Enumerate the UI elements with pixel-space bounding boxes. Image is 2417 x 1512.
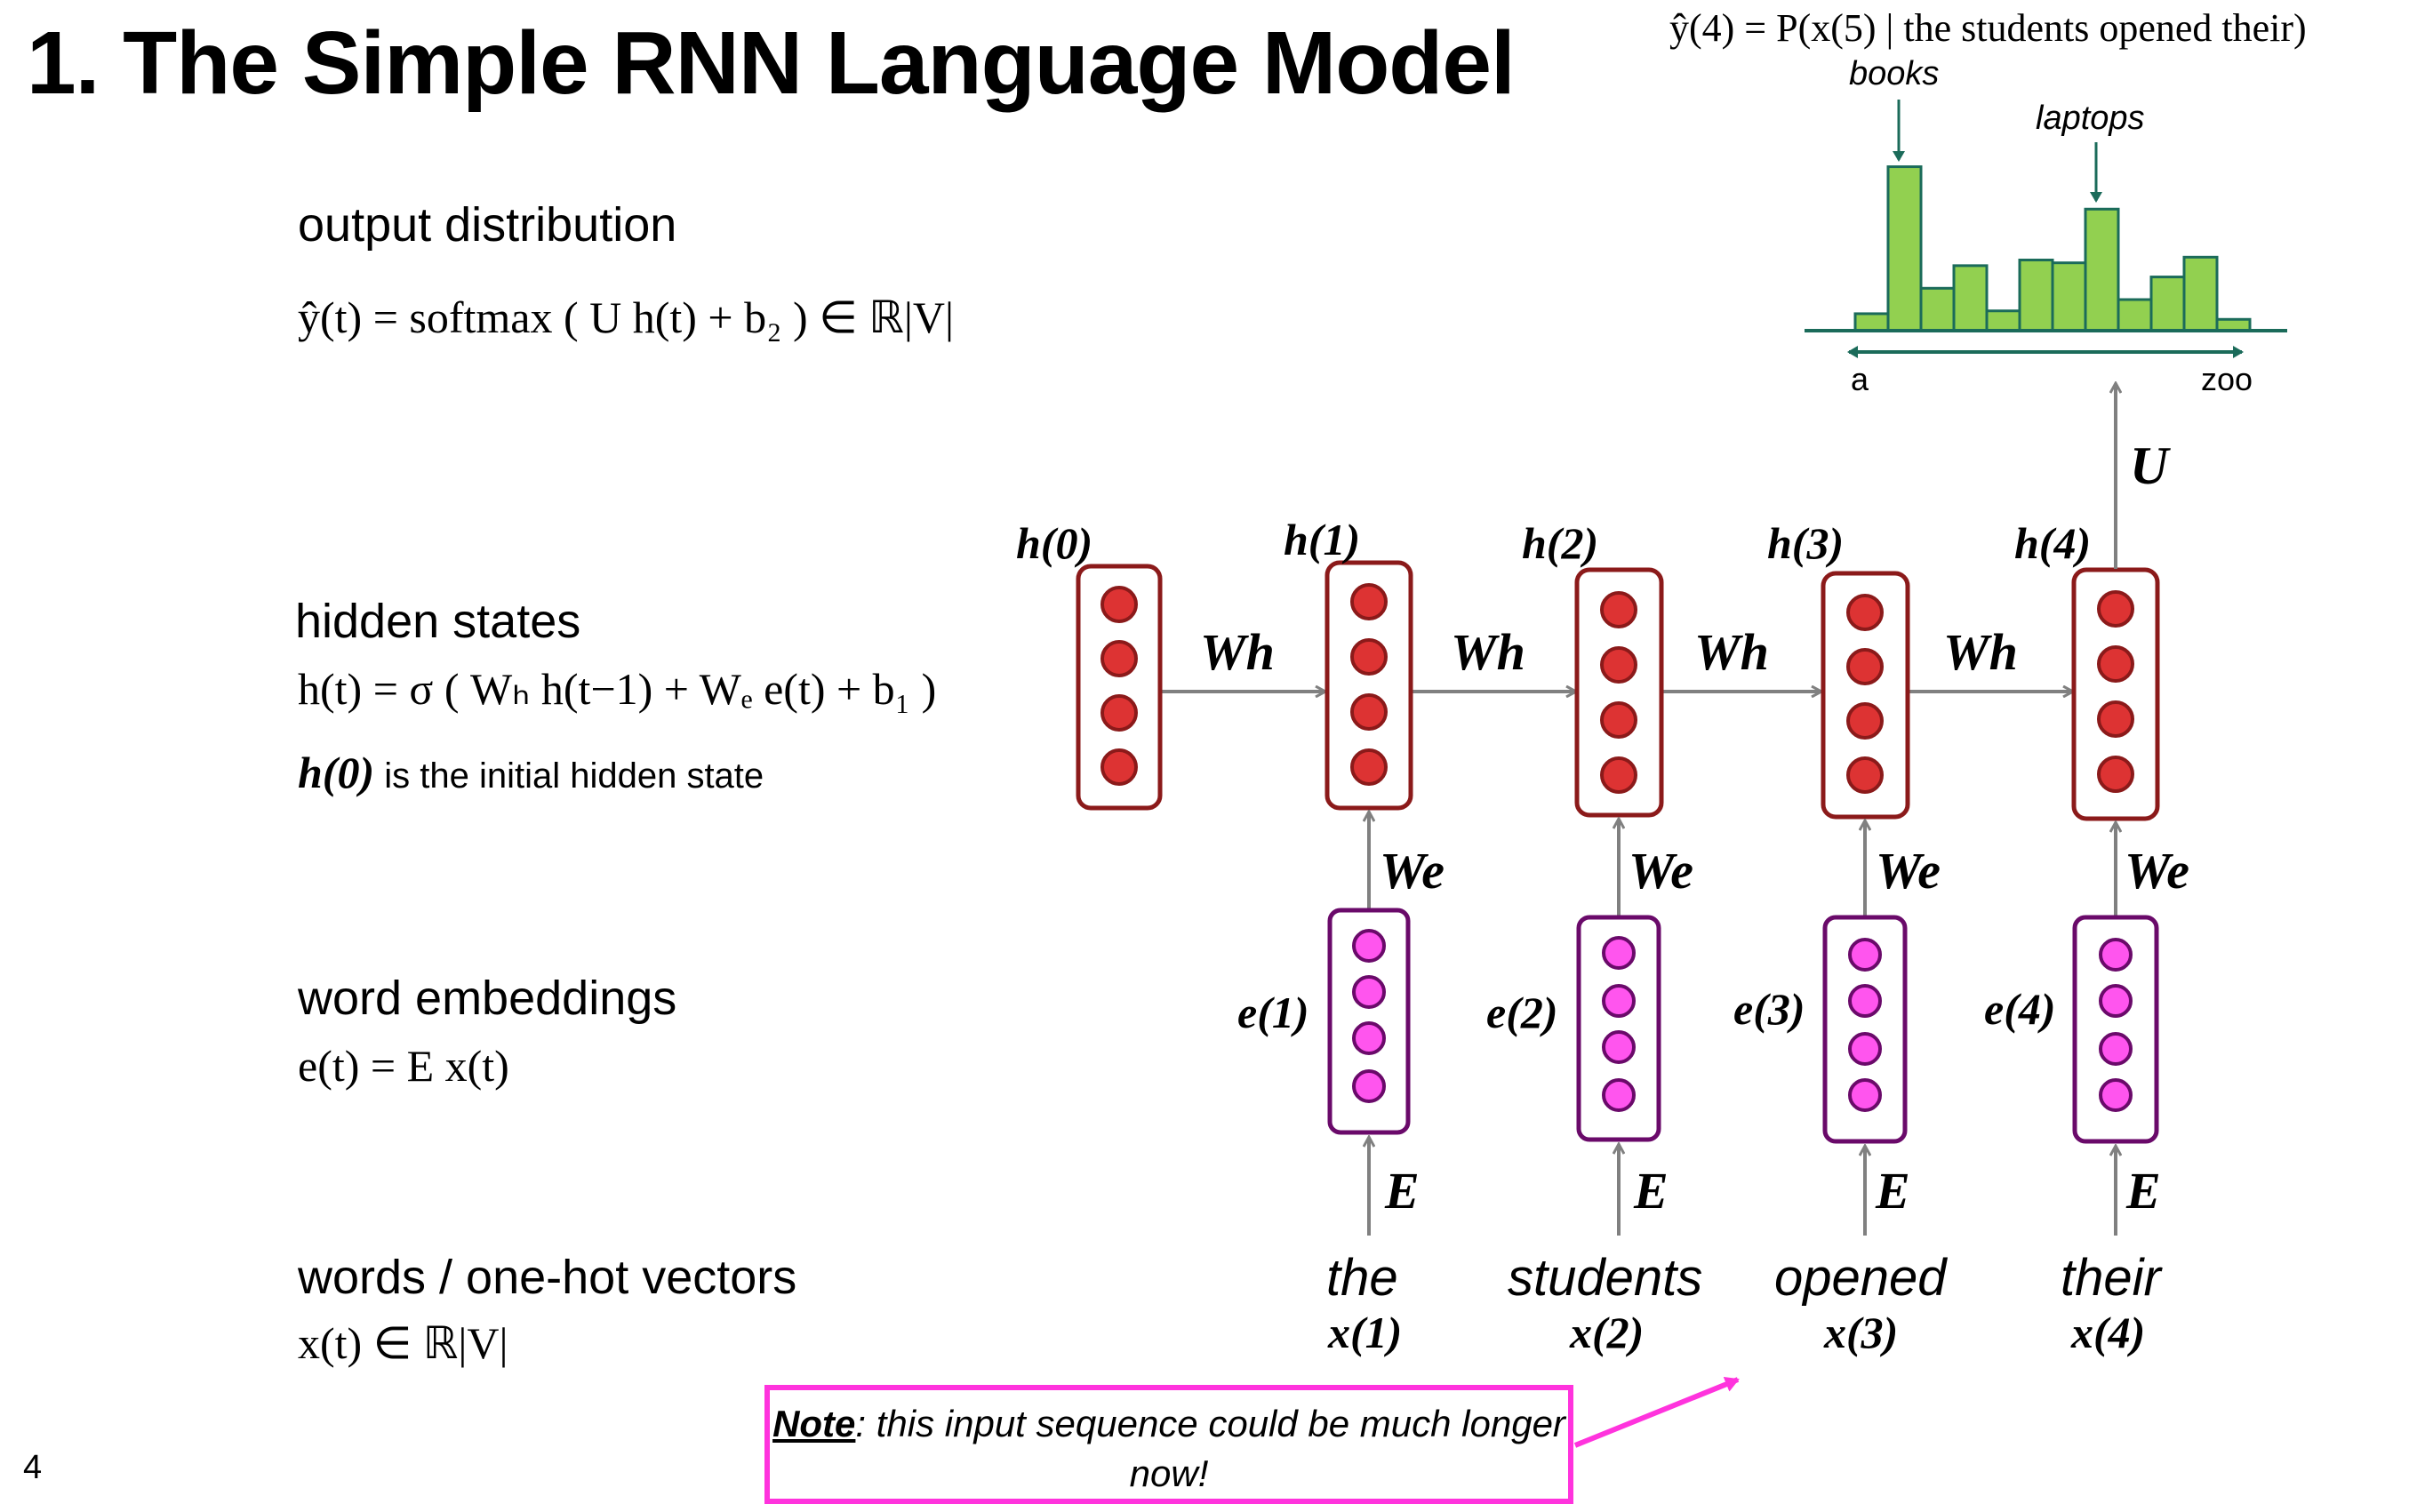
hidden-states-label: hidden states — [295, 595, 581, 648]
note-box: Note: this input sequence could be much … — [764, 1385, 1573, 1504]
label-U: U — [2130, 436, 2169, 495]
label-x3: x(3) — [1824, 1308, 1899, 1357]
label-wh-2: Wh — [1451, 623, 1525, 681]
distribution-bars — [1853, 165, 2252, 332]
embedding-2 — [1576, 915, 1661, 1142]
label-h2: h(2) — [1522, 518, 1599, 568]
distribution-bar — [2018, 259, 2054, 332]
label-wh-4: Wh — [1943, 623, 2018, 681]
label-e1: e(1) — [1237, 988, 1309, 1037]
word-the: the — [1326, 1249, 1398, 1307]
embedding-4 — [2072, 915, 2159, 1144]
words-label: words / one-hot vectors — [298, 1251, 797, 1304]
axis-label-zoo: zoo — [2201, 361, 2253, 397]
axis-label-a: a — [1851, 361, 1869, 397]
note-pointer-arrow — [1573, 1376, 1740, 1448]
label-we-3: We — [1876, 842, 1941, 900]
distribution-bar — [1853, 312, 1890, 332]
slide-title: 1. The Simple RNN Language Model — [27, 13, 1516, 113]
label-x2: x(2) — [1570, 1308, 1645, 1357]
distribution-bar — [1985, 309, 2021, 332]
hidden-init-text: is the initial hidden state — [374, 756, 764, 796]
label-e2: e(2) — [1486, 988, 1558, 1037]
label-E-1: E — [1385, 1162, 1420, 1220]
hidden-state-4 — [2071, 567, 2160, 821]
output-distribution-label: output distribution — [298, 198, 677, 252]
label-we-1: We — [1380, 842, 1445, 900]
label-we-2: We — [1629, 842, 1694, 900]
label-e3: e(3) — [1733, 984, 1805, 1034]
label-h3: h(3) — [1767, 518, 1845, 568]
label-books: books — [1849, 55, 1940, 92]
word-embeddings-label: word embeddings — [298, 972, 677, 1025]
embedding-3 — [1822, 915, 1908, 1144]
distribution-bar — [2084, 207, 2120, 332]
label-x4: x(4) — [2071, 1308, 2146, 1357]
label-h0: h(0) — [1016, 518, 1093, 568]
hidden-state-3 — [1821, 571, 1910, 820]
label-wh-3: Wh — [1694, 623, 1769, 681]
hidden-state-2 — [1574, 567, 1664, 818]
hidden-state-0 — [1076, 564, 1163, 811]
word-their: their — [2061, 1249, 2161, 1307]
distribution-bar — [1919, 286, 1956, 332]
word-opened: opened — [1774, 1249, 1947, 1307]
label-h1: h(1) — [1284, 515, 1361, 564]
label-we-4: We — [2125, 842, 2190, 900]
label-E-3: E — [1876, 1162, 1910, 1220]
distribution-bar — [2051, 261, 2087, 332]
hidden-state-1 — [1325, 560, 1413, 811]
embedding-1 — [1327, 908, 1411, 1135]
distribution-bar — [2149, 276, 2186, 332]
label-E-2: E — [1634, 1162, 1669, 1220]
label-E-4: E — [2126, 1162, 2161, 1220]
distribution-bar — [1952, 264, 1989, 332]
hidden-init-symbol: h(0) — [298, 748, 375, 797]
distribution-bar — [2117, 298, 2153, 332]
distribution-equation: ŷ(4) = P(x(5) | the students opened thei… — [1669, 6, 2307, 50]
hidden-equation: h(t) = σ ( Wₕ h(t−1) + Wₑ e(t) + b₁ ) — [298, 664, 937, 714]
distribution-bar — [1886, 165, 1923, 332]
word-students: students — [1508, 1249, 1703, 1307]
label-wh-1: Wh — [1200, 623, 1275, 681]
hidden-init-line: h(0) is the initial hidden state — [298, 747, 764, 798]
distribution-bar — [2182, 255, 2219, 332]
note-text: : this input sequence could be much long… — [855, 1403, 1565, 1494]
page-number: 4 — [23, 1449, 43, 1486]
label-h4: h(4) — [2014, 518, 2092, 568]
label-x1: x(1) — [1328, 1308, 1403, 1357]
note-label: Note — [772, 1403, 856, 1444]
label-e4: e(4) — [1984, 984, 2056, 1034]
output-equation: ŷ(t) = softmax ( U h(t) + b₂ ) ∈ ℝ|V| — [298, 292, 954, 342]
words-equation: x(t) ∈ ℝ|V| — [298, 1318, 508, 1368]
label-laptops: laptops — [2036, 100, 2145, 137]
embedding-equation: e(t) = E x(t) — [298, 1041, 509, 1091]
